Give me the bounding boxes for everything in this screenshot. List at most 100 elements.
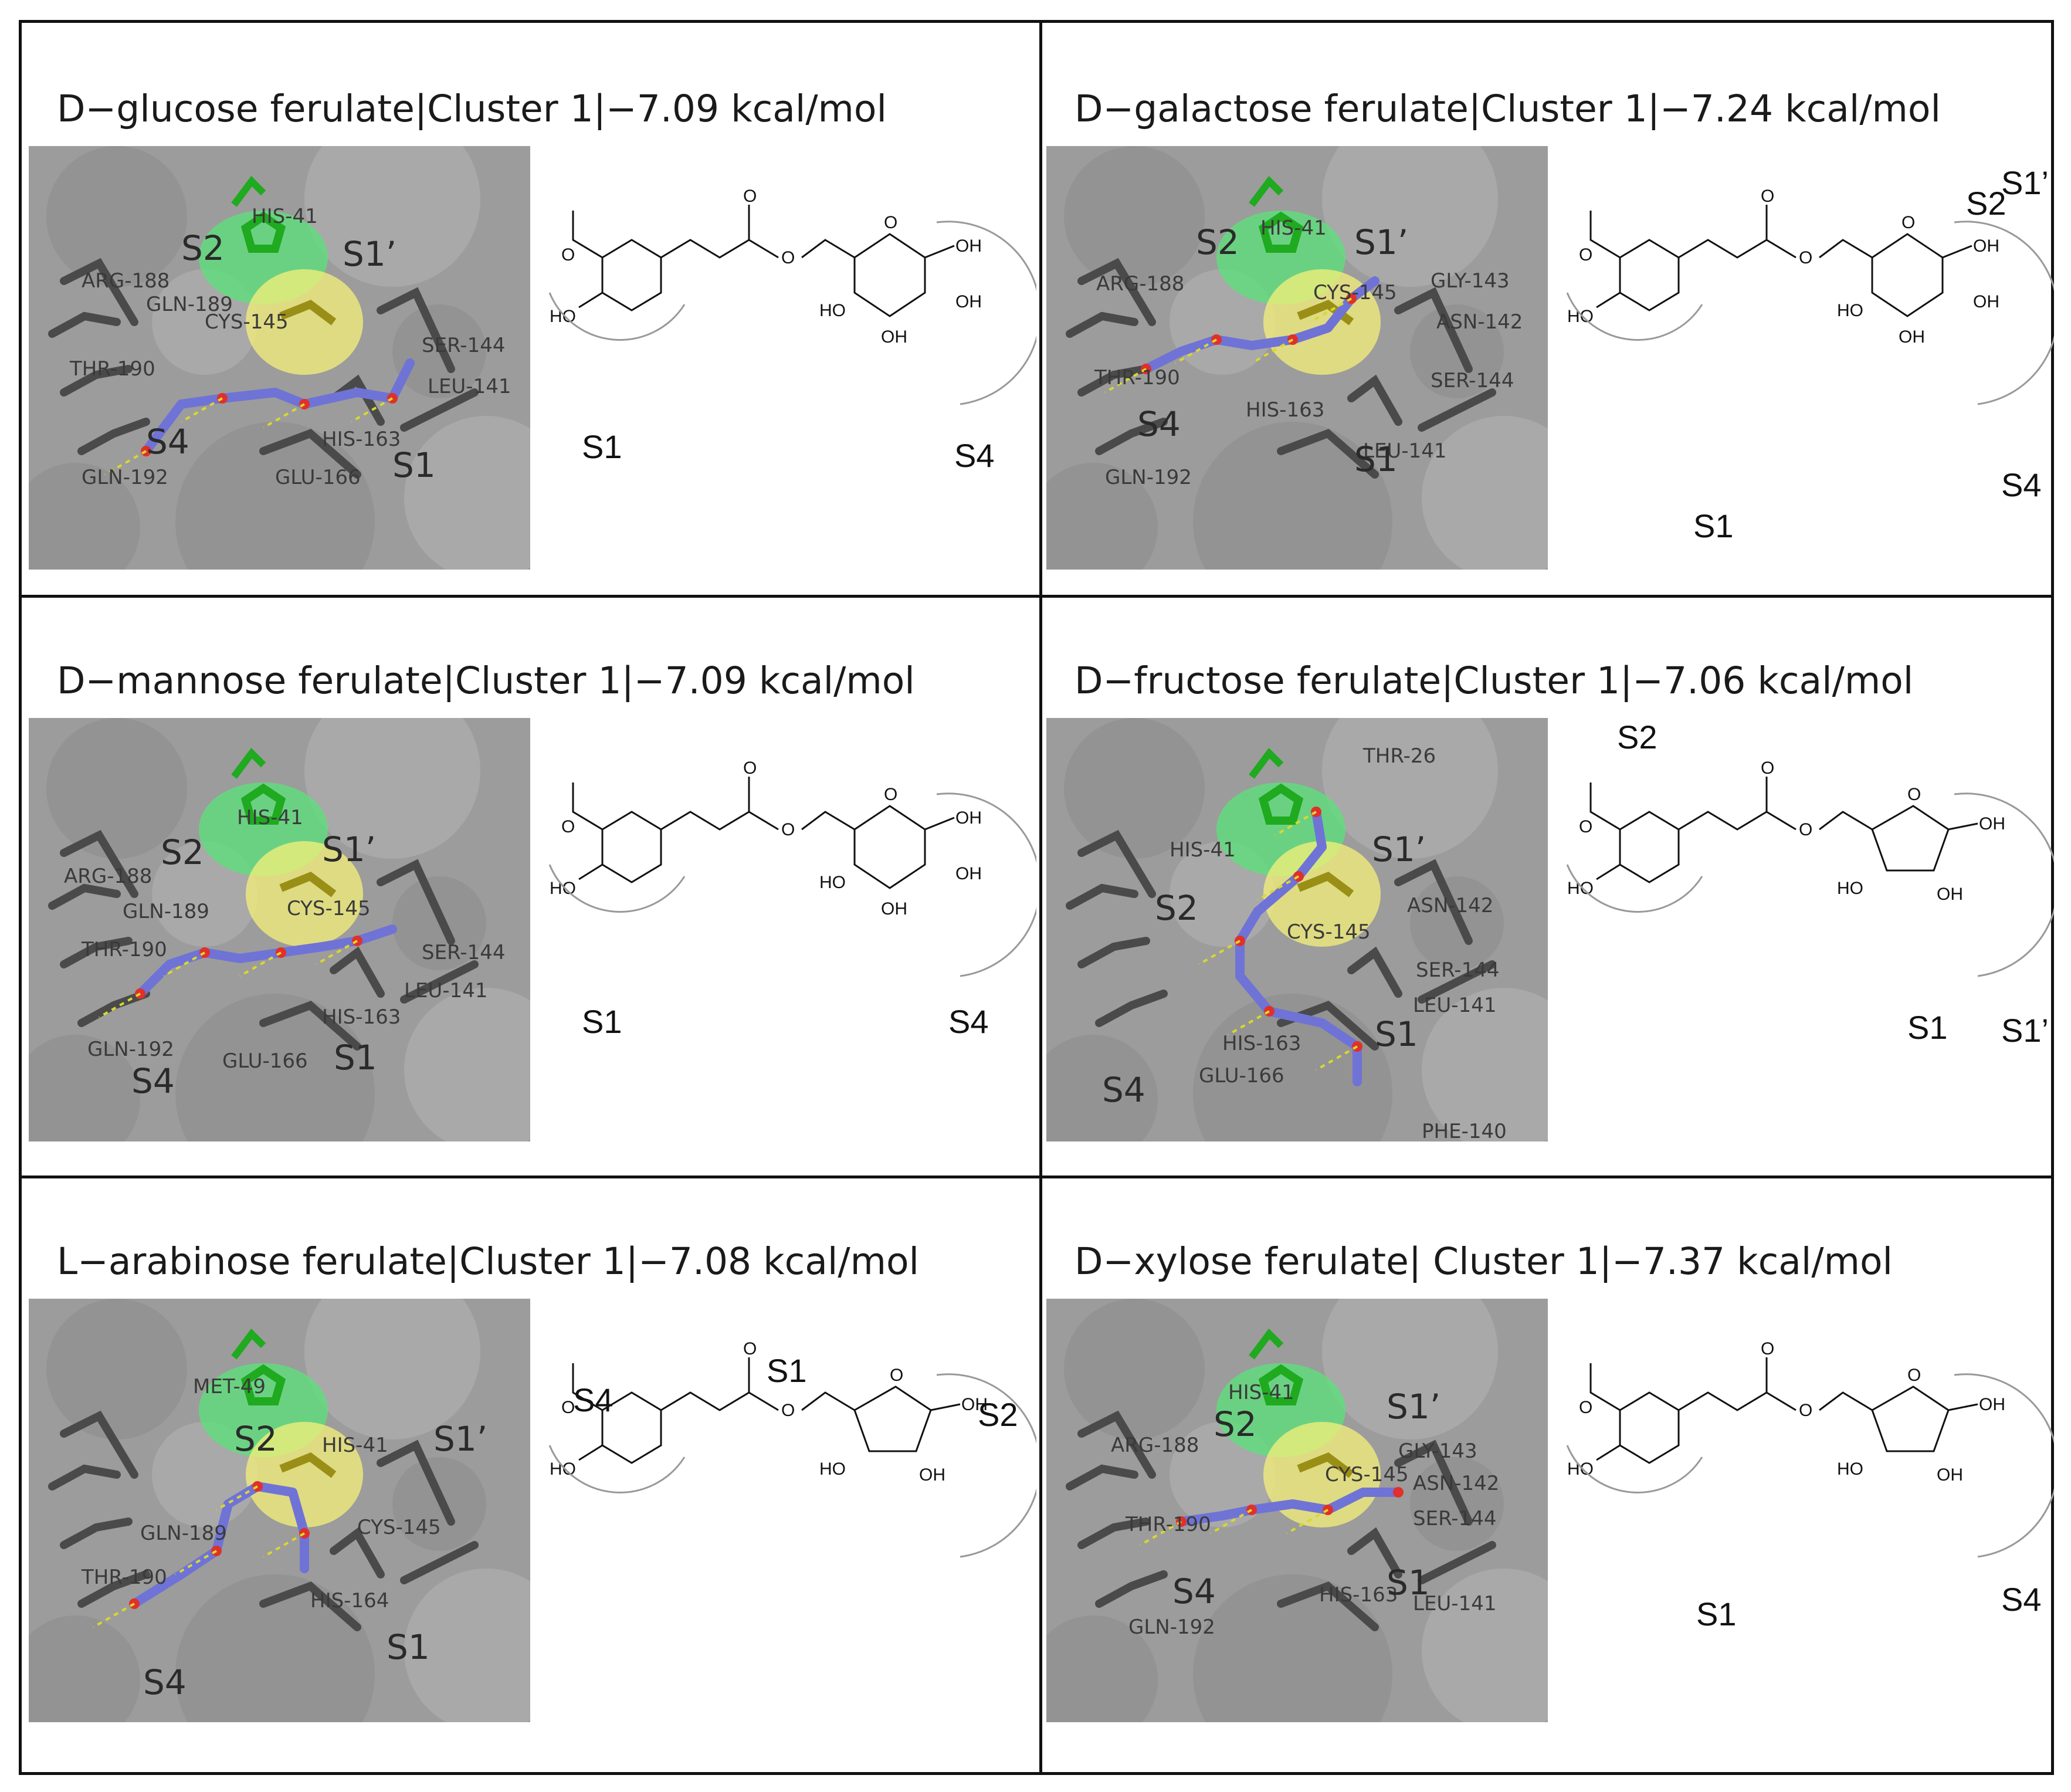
- hydrogen-bond: [216, 1485, 258, 1511]
- dock-subsite-label: S4: [1102, 1070, 1145, 1110]
- surface-lobe: [1046, 1035, 1158, 1141]
- hydroxyl-label: OH: [1937, 1465, 1963, 1485]
- carbonyl-oxygen: O: [1761, 187, 1774, 206]
- docking-surface: [29, 718, 530, 1141]
- hydrogen-bond: [175, 1550, 217, 1576]
- residue-label: GLU-166: [1199, 1064, 1284, 1088]
- dock-subsite-label: S2: [1196, 222, 1239, 262]
- residue-label: HIS-41: [237, 806, 303, 829]
- dock-subsite-label: S4: [131, 1061, 175, 1101]
- hydrogen-bond: [239, 951, 282, 977]
- residue-stick: [1418, 1541, 1496, 1584]
- residue-label: SER-144: [1413, 1507, 1497, 1530]
- residue-stick: [1277, 1581, 1379, 1631]
- residue-label: LEU-141: [1413, 994, 1497, 1017]
- subsite-arc: [936, 792, 1036, 977]
- residue-stick: [400, 1541, 479, 1584]
- hydroxyl-bond: [578, 1444, 603, 1461]
- panel-title: D−mannose ferulate|Cluster 1|−7.09 kcal/…: [57, 659, 915, 702]
- cys145-chain: [1297, 872, 1354, 897]
- dock-subsite-label: S2: [161, 832, 204, 872]
- residue-stick: [1066, 311, 1138, 338]
- subsite-arc: [1566, 292, 1703, 341]
- propenoate-chain: [660, 239, 779, 259]
- subsite-arc: [936, 221, 1036, 405]
- residue-stick: [259, 1000, 361, 1051]
- residue-stick: [1095, 990, 1168, 1027]
- surface-lobe: [1064, 146, 1205, 287]
- panel-title: L−arabinose ferulate|Cluster 1|−7.08 kca…: [57, 1240, 920, 1283]
- docking-surface: [29, 1299, 530, 1722]
- structure-subsite-label: S4: [573, 1381, 613, 1418]
- his41-chain: [231, 1328, 266, 1360]
- cys145-chain: [279, 1452, 337, 1478]
- dock-subsite-label: S1: [1387, 1563, 1430, 1603]
- ester-linker: [801, 239, 855, 259]
- residue-stick: [48, 883, 121, 910]
- residue-label: SER-144: [422, 334, 506, 357]
- residue-label: ASN-142: [1407, 894, 1494, 917]
- structure-subsite-label: S1: [767, 1352, 807, 1389]
- hydroxyl-label: OH: [1899, 327, 1925, 347]
- hydroxyl-label: OH: [881, 899, 907, 919]
- docking-surface: [1046, 1299, 1548, 1722]
- surface-lobe: [404, 988, 530, 1141]
- pyranose-ring: [853, 233, 926, 317]
- hydrogen-bond: [1210, 1509, 1252, 1534]
- dock-subsite-label: S1: [392, 445, 436, 485]
- carbonyl-oxygen: O: [743, 1339, 757, 1359]
- ester-oxygen: O: [1799, 248, 1812, 267]
- residue-stick: [77, 418, 150, 455]
- hydrogen-bond: [99, 992, 141, 1018]
- panel-3: D−mannose ferulate|Cluster 1|−7.09 kcal/…: [22, 595, 1036, 1170]
- hydroxyl-bond: [1596, 863, 1621, 880]
- hydrogen-bond: [1104, 368, 1147, 394]
- pyranose-ring: [1871, 233, 1944, 317]
- residue-label: GLN-192: [1128, 1615, 1215, 1639]
- his41-ring: [1258, 211, 1304, 253]
- cys145-surface-patch: [246, 841, 363, 947]
- hydroxyl-label: OH: [955, 864, 982, 883]
- carbonyl-oxygen: O: [1761, 758, 1774, 778]
- residue-label: SER-144: [1416, 958, 1500, 982]
- pyranose-ring: [853, 805, 926, 889]
- propenoate-chain: [1678, 1391, 1797, 1411]
- subsite-arc: [548, 1445, 686, 1493]
- residue-label: HIS-163: [322, 1005, 401, 1029]
- furanose-ring: [853, 1386, 932, 1452]
- hydrogen-bond: [1198, 940, 1240, 966]
- structure-subsite-label: S1’: [2001, 1012, 2049, 1049]
- residue-stick: [259, 428, 361, 479]
- residue-stick: [48, 1464, 121, 1490]
- dock-subsite-label: S1’: [343, 234, 397, 274]
- residue-stick: [330, 946, 385, 998]
- residue-label: LEU-141: [1363, 439, 1447, 463]
- residue-label: GLY-143: [1431, 269, 1510, 293]
- grid-divider-horizontal-2: [22, 1176, 2051, 1178]
- ligand-stick: [1141, 276, 1379, 374]
- ester-oxygen: O: [781, 820, 795, 839]
- residue-label: LEU-141: [404, 979, 488, 1002]
- hydroxyl-label: OH: [955, 292, 982, 311]
- ester-oxygen: O: [781, 1401, 795, 1420]
- residue-stick: [377, 1439, 455, 1526]
- residue-stick: [1077, 1410, 1156, 1479]
- benzene-ring: [601, 811, 662, 883]
- residue-label: PHE-140: [1422, 1120, 1507, 1141]
- anomeric-bond: [930, 1403, 961, 1411]
- methoxy-bond: [572, 782, 603, 831]
- ring-oxygen: O: [884, 213, 897, 232]
- structure-subsite-label: S2: [978, 1396, 1018, 1433]
- hydroxyl-label: OH: [1937, 885, 1963, 904]
- residue-label: GLU-166: [222, 1049, 308, 1073]
- hydrogen-bond: [163, 951, 205, 977]
- residue-stick: [330, 1527, 385, 1578]
- residue-label: ARG-188: [1111, 1434, 1199, 1457]
- residue-label: HIS-41: [322, 1434, 388, 1457]
- residue-stick: [1077, 1517, 1150, 1549]
- hydroxyl-label: OH: [961, 1395, 988, 1414]
- structure-subsite-label: S4: [948, 1003, 989, 1040]
- hydrogen-bond: [104, 450, 147, 476]
